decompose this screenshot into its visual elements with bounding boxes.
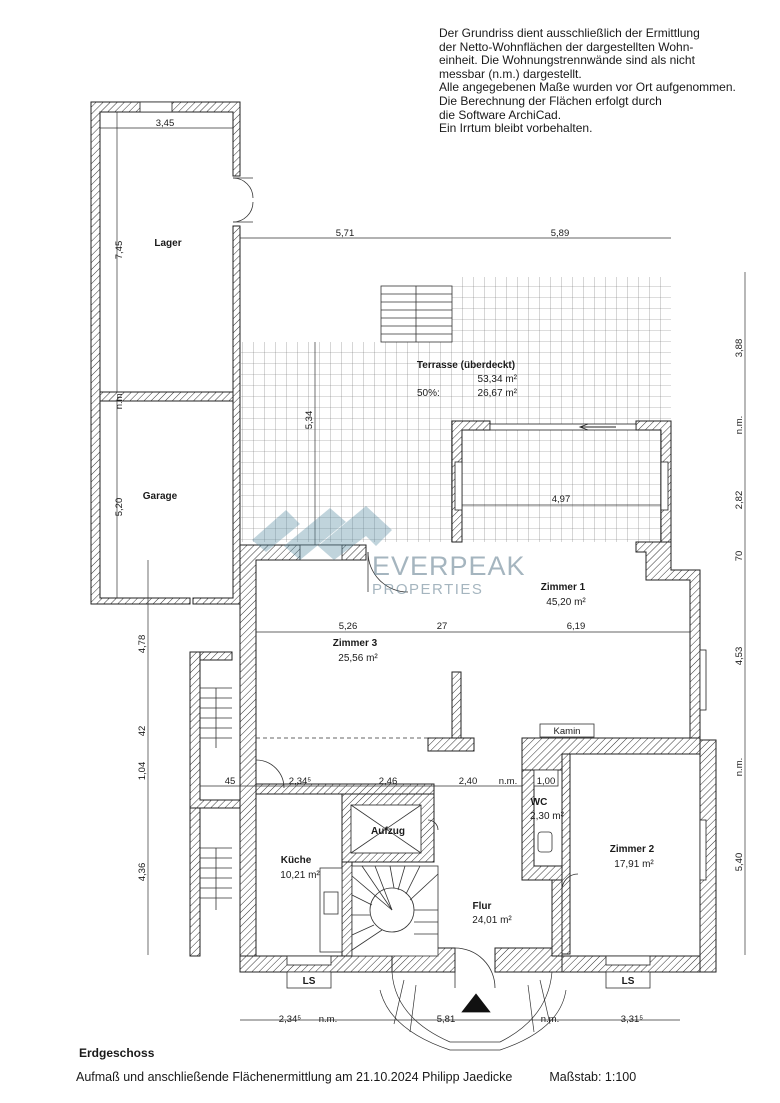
dim-bot-2345: 2,34⁵ [279,1014,301,1025]
dim-bot-581: 5,81 [437,1014,456,1025]
dim-mid-100: 1,00 [537,776,556,787]
label-ls-left: LS [303,976,316,987]
label-ls-right: LS [622,976,635,987]
dim-left-478: 4,78 [137,635,148,654]
dim-left-436: 4,36 [137,863,148,882]
note-line: die Software ArchiCad. [439,107,562,122]
ls-left-box [286,971,332,989]
dim-zimmer1-497: 4,97 [552,494,571,505]
note-line: Die Berechnung der Flächen erfolgt durch [439,93,662,108]
dim-nm-left: n.m. [114,391,125,409]
terrace-stairs [380,285,453,343]
interior-staircase [351,865,439,957]
note-line: der Netto-Wohnflächen der dargestellten … [439,39,694,54]
survey-note: Aufmaß und anschließende Flächenermittlu… [76,1070,513,1084]
room-label-zimmer3: Zimmer 3 [333,638,378,649]
garage-walls [90,101,241,605]
dim-top-right: 5,89 [551,228,570,239]
watermark-logo [252,506,392,560]
dim-lager-height: 7,45 [114,241,125,260]
note-line: Alle angegebenen Maße wurden vor Ort auf… [439,80,736,95]
ls-right-box [605,971,651,989]
kitchen-counter [319,867,343,953]
area-wc: 2,30 m² [530,811,565,822]
room-label-wc: WC [531,797,548,808]
dim-bot-nm2: n.m. [541,1014,559,1025]
lager-double-door [232,177,254,223]
sliding-door-arrow [578,423,616,431]
dim-mid-240: 2,40 [459,776,478,787]
floor-title: Erdgeschoss [79,1046,155,1060]
area-zimmer3: 25,56 m² [338,653,378,664]
dim-right-388: 3,88 [734,339,745,358]
doors [255,551,579,989]
elevator-cross [350,804,422,854]
dim-right-282: 2,82 [734,491,745,510]
windows [454,423,669,511]
dim-mid-45: 45 [225,776,236,787]
plan-disclaimer-note: Der Grundriss dient ausschließlich der E… [439,26,774,136]
kamin-box [539,723,595,738]
dim-row-27: 27 [437,621,448,632]
dim-garage-height: 5,20 [114,498,125,517]
dim-mid-2345: 2,34⁵ [289,776,311,787]
watermark-line1: EVERPEAK [372,551,526,581]
note-line: messbar (n.m.) dargestellt. [439,66,582,81]
dim-right-540: 5,40 [734,853,745,872]
note-line: Der Grundriss dient ausschließlich der E… [439,26,700,40]
note-line: einheit. Die Wohnungstrennwände sind als… [439,53,695,68]
dimension-lines [100,112,746,1021]
room-label-kueche: Küche [281,855,312,866]
area-zimmer1: 45,20 m² [546,597,586,608]
room-label-garage: Garage [143,491,178,502]
watermark-line2: PROPERTIES [372,581,483,598]
wc-fixtures [533,769,559,853]
terrasse-half-label: 50%: [417,388,440,399]
room-label-terrasse: Terrasse (überdeckt) [417,360,515,371]
room-label-zimmer2: Zimmer 2 [610,844,655,855]
dim-right-70: 70 [734,551,745,562]
area-zimmer2: 17,91 m² [614,859,654,870]
dim-right-nm1: n.m. [734,416,745,434]
room-label-aufzug: Aufzug [371,826,405,837]
label-kamin: Kamin [554,726,581,737]
dim-row-526: 5,26 [339,621,358,632]
dim-lager-width: 3,45 [156,118,175,129]
dim-left-42: 42 [137,726,148,737]
dim-mid-nm: n.m. [499,776,517,787]
dim-bot-3315: 3,31⁵ [621,1014,643,1025]
note-line: Ein Irrtum bleibt vorbehalten. [439,121,593,136]
entrance-steps [379,971,567,1051]
dim-top-left: 5,71 [336,228,355,239]
area-flur: 24,01 m² [472,915,512,926]
area-kueche: 10,21 m² [280,870,320,881]
dim-left-104: 1,04 [137,762,148,781]
dim-bot-nm1: n.m. [319,1014,337,1025]
room-label-flur: Flur [473,901,492,912]
area-terrasse-half: 26,67 m² [478,388,518,399]
dim-right-nm2: n.m. [734,758,745,776]
room-label-zimmer1: Zimmer 1 [541,582,586,593]
scale-note: Maßstab: 1:100 [549,1070,637,1084]
area-terrasse: 53,34 m² [478,374,518,385]
room-label-lager: Lager [154,238,181,249]
dim-terrace-534: 5,34 [304,411,315,430]
dim-mid-246: 2,46 [379,776,398,787]
footer-info: Aufmaß und anschließende Flächenermittlu… [76,1070,636,1084]
dim-row-619: 6,19 [567,621,586,632]
dim-right-453: 4,53 [734,647,745,666]
left-staircases [200,687,232,910]
